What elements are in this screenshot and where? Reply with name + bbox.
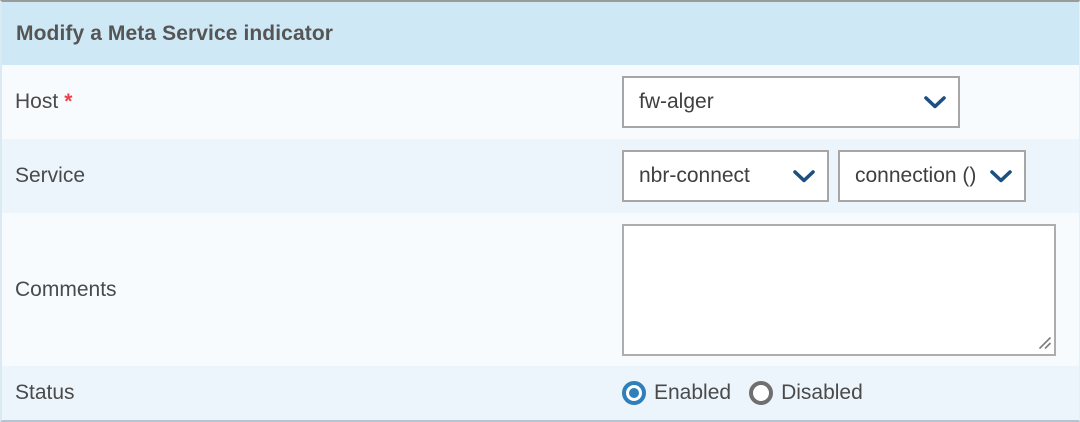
disabled-radio-label: Disabled xyxy=(781,381,863,404)
comments-row: Comments xyxy=(2,213,1079,366)
status-label-text: Status xyxy=(15,381,75,404)
required-asterisk: * xyxy=(64,90,73,113)
host-label-text: Host xyxy=(15,90,59,113)
host-field-cell: fw-alger xyxy=(622,76,1079,128)
status-label: Status xyxy=(2,381,622,405)
service-metric-select[interactable]: connection () xyxy=(838,150,1026,202)
comments-label: Comments xyxy=(2,278,622,302)
service-label: Service xyxy=(2,164,622,188)
service-metric-select-value: connection () xyxy=(855,164,977,187)
status-option-enabled[interactable]: Enabled xyxy=(622,381,731,405)
form-header: Modify a Meta Service indicator xyxy=(2,2,1079,65)
service-select[interactable]: nbr-connect xyxy=(622,150,829,202)
host-select-value: fw-alger xyxy=(639,90,714,113)
chevron-down-icon xyxy=(793,169,815,182)
status-row: Status Enabled Disabled xyxy=(2,366,1079,420)
chevron-down-icon xyxy=(990,169,1012,182)
enabled-radio-label: Enabled xyxy=(654,381,732,404)
host-row: Host* fw-alger xyxy=(2,65,1079,139)
host-select[interactable]: fw-alger xyxy=(622,76,960,128)
radio-selected-icon[interactable] xyxy=(622,381,646,405)
service-label-text: Service xyxy=(15,164,86,187)
comments-field-cell xyxy=(622,223,1079,356)
service-field-cell: nbr-connect connection () xyxy=(622,150,1079,202)
host-label: Host* xyxy=(2,90,622,114)
status-field-cell: Enabled Disabled xyxy=(622,381,1079,405)
status-option-disabled[interactable]: Disabled xyxy=(749,381,863,405)
service-row: Service nbr-connect connection () xyxy=(2,139,1079,213)
service-select-value: nbr-connect xyxy=(639,164,750,187)
radio-unselected-icon[interactable] xyxy=(749,381,774,405)
status-radio-group: Enabled Disabled xyxy=(622,381,863,405)
resize-handle-icon[interactable] xyxy=(1038,336,1052,350)
comments-textarea[interactable] xyxy=(622,223,1056,356)
page-title: Modify a Meta Service indicator xyxy=(16,21,334,45)
comments-label-text: Comments xyxy=(15,277,117,301)
chevron-down-icon xyxy=(924,95,946,108)
comments-textarea-wrap xyxy=(622,223,1056,356)
